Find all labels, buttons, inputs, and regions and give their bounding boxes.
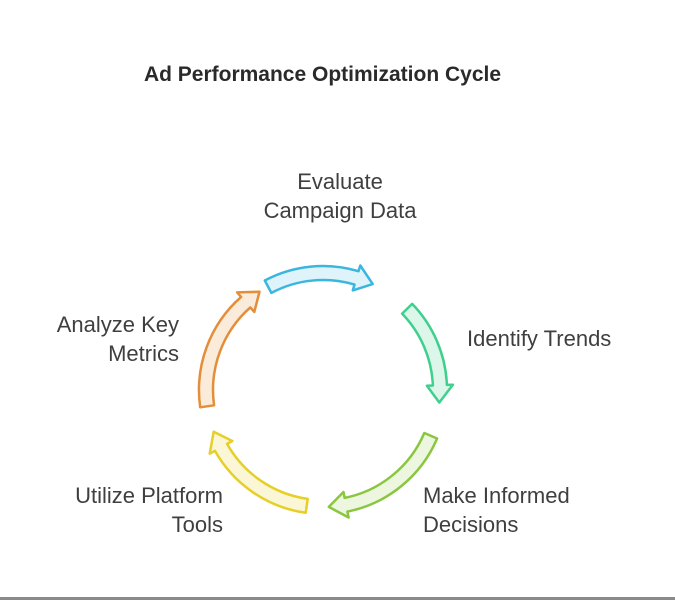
- diagram-title: Ad Performance Optimization Cycle: [143, 63, 502, 86]
- step-label-line: Make Informed: [423, 483, 570, 508]
- step-label-line: Identify Trends: [467, 326, 612, 351]
- step-label-line: Campaign Data: [263, 198, 417, 223]
- step-label-line: Metrics: [108, 341, 179, 366]
- bottom-divider: [0, 597, 675, 600]
- cycle-arrow-evaluate: [263, 264, 374, 295]
- step-label-line: Decisions: [423, 512, 519, 537]
- step-label-analyze-metrics: Analyze Key Metrics: [20, 310, 179, 368]
- step-label-identify-trends: Identify Trends: [467, 324, 667, 353]
- step-label-utilize-tools: Utilize Platform Tools: [20, 481, 223, 539]
- cycle-arrow-analyze-metrics: [197, 290, 261, 409]
- step-label-evaluate: Evaluate Campaign Data: [190, 167, 490, 225]
- step-label-line: Analyze Key: [56, 312, 179, 337]
- step-label-line: Evaluate: [297, 169, 383, 194]
- step-label-line: Tools: [171, 512, 223, 537]
- cycle-arrow-utilize-tools: [208, 430, 309, 515]
- cycle-arrow-identify-trends: [400, 302, 455, 404]
- step-label-line: Utilize Platform: [75, 483, 223, 508]
- step-label-make-decisions: Make Informed Decisions: [423, 481, 643, 539]
- cycle-arrow-make-decisions: [327, 431, 439, 519]
